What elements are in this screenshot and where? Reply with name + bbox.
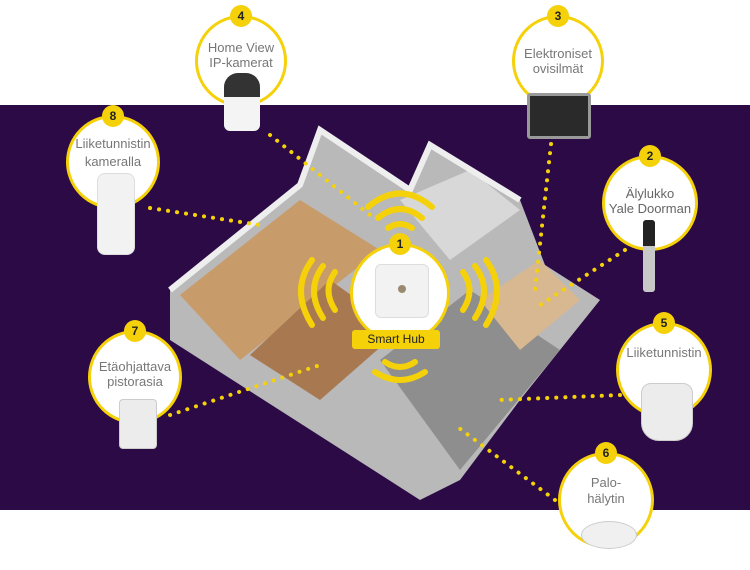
device-bubble-smart-lock[interactable]: 2 Älylukko Yale Doorman <box>602 145 698 292</box>
device-bubble-door-viewer[interactable]: 3 Elektroniset ovisilmät <box>512 5 604 139</box>
smart-hub-icon <box>375 264 429 318</box>
device-label: kameralla <box>84 154 142 169</box>
connector-8 <box>148 206 262 227</box>
number-badge: 4 <box>230 5 252 27</box>
device-label: ovisilmät <box>532 61 584 76</box>
wireless-signal-icon <box>298 190 500 383</box>
number-badge: 2 <box>639 145 661 167</box>
number-badge: 3 <box>547 5 569 27</box>
smoke-detector-icon <box>581 521 637 549</box>
device-label: Palo- <box>590 475 622 490</box>
device-bubble-ip-camera[interactable]: 4 Home View IP-kamerat <box>195 5 287 131</box>
door-viewer-icon <box>527 93 591 139</box>
device-label: IP-kamerat <box>209 55 273 70</box>
smart-hub-bubble[interactable]: 1 <box>350 233 450 343</box>
device-bubble-smart-plug[interactable]: 7 Etäohjattava pistorasia <box>88 320 182 449</box>
device-bubble-motion-sensor[interactable]: 5 Liiketunnistin <box>616 312 712 441</box>
device-label: Yale Doorman <box>608 201 692 216</box>
ip-camera-icon <box>224 73 260 131</box>
device-label: Liiketunnistin <box>626 345 702 360</box>
connector-5 <box>498 393 622 402</box>
number-badge: 8 <box>102 105 124 127</box>
device-bubble-smoke-detector[interactable]: 6 Palo- hälytin <box>558 442 654 549</box>
connector-2 <box>538 248 627 307</box>
device-label: Liiketunnistin <box>75 136 151 151</box>
number-badge: 7 <box>124 320 146 342</box>
number-badge: 6 <box>595 442 617 464</box>
device-label: Älylukko <box>625 186 675 201</box>
smart-plug-icon <box>119 399 157 449</box>
smart-hub-label: Smart Hub <box>352 330 440 349</box>
device-bubble-motion-sensor-camera[interactable]: 8 Liiketunnistin kameralla <box>66 105 160 255</box>
device-label: Home View <box>207 40 275 55</box>
connector-7 <box>168 363 322 417</box>
motion-sensor-camera-icon <box>97 173 135 255</box>
connector-6 <box>453 423 557 502</box>
connector-4 <box>268 133 372 217</box>
smart-lock-icon <box>643 220 655 292</box>
device-label: pistorasia <box>107 374 163 389</box>
device-label: Etäohjattava <box>98 359 172 374</box>
device-label: hälytin <box>587 491 625 506</box>
connector-3 <box>533 133 554 292</box>
motion-sensor-icon <box>641 383 693 441</box>
hub-number-badge: 1 <box>389 233 411 255</box>
device-label: Elektroniset <box>524 46 592 61</box>
number-badge: 5 <box>653 312 675 334</box>
